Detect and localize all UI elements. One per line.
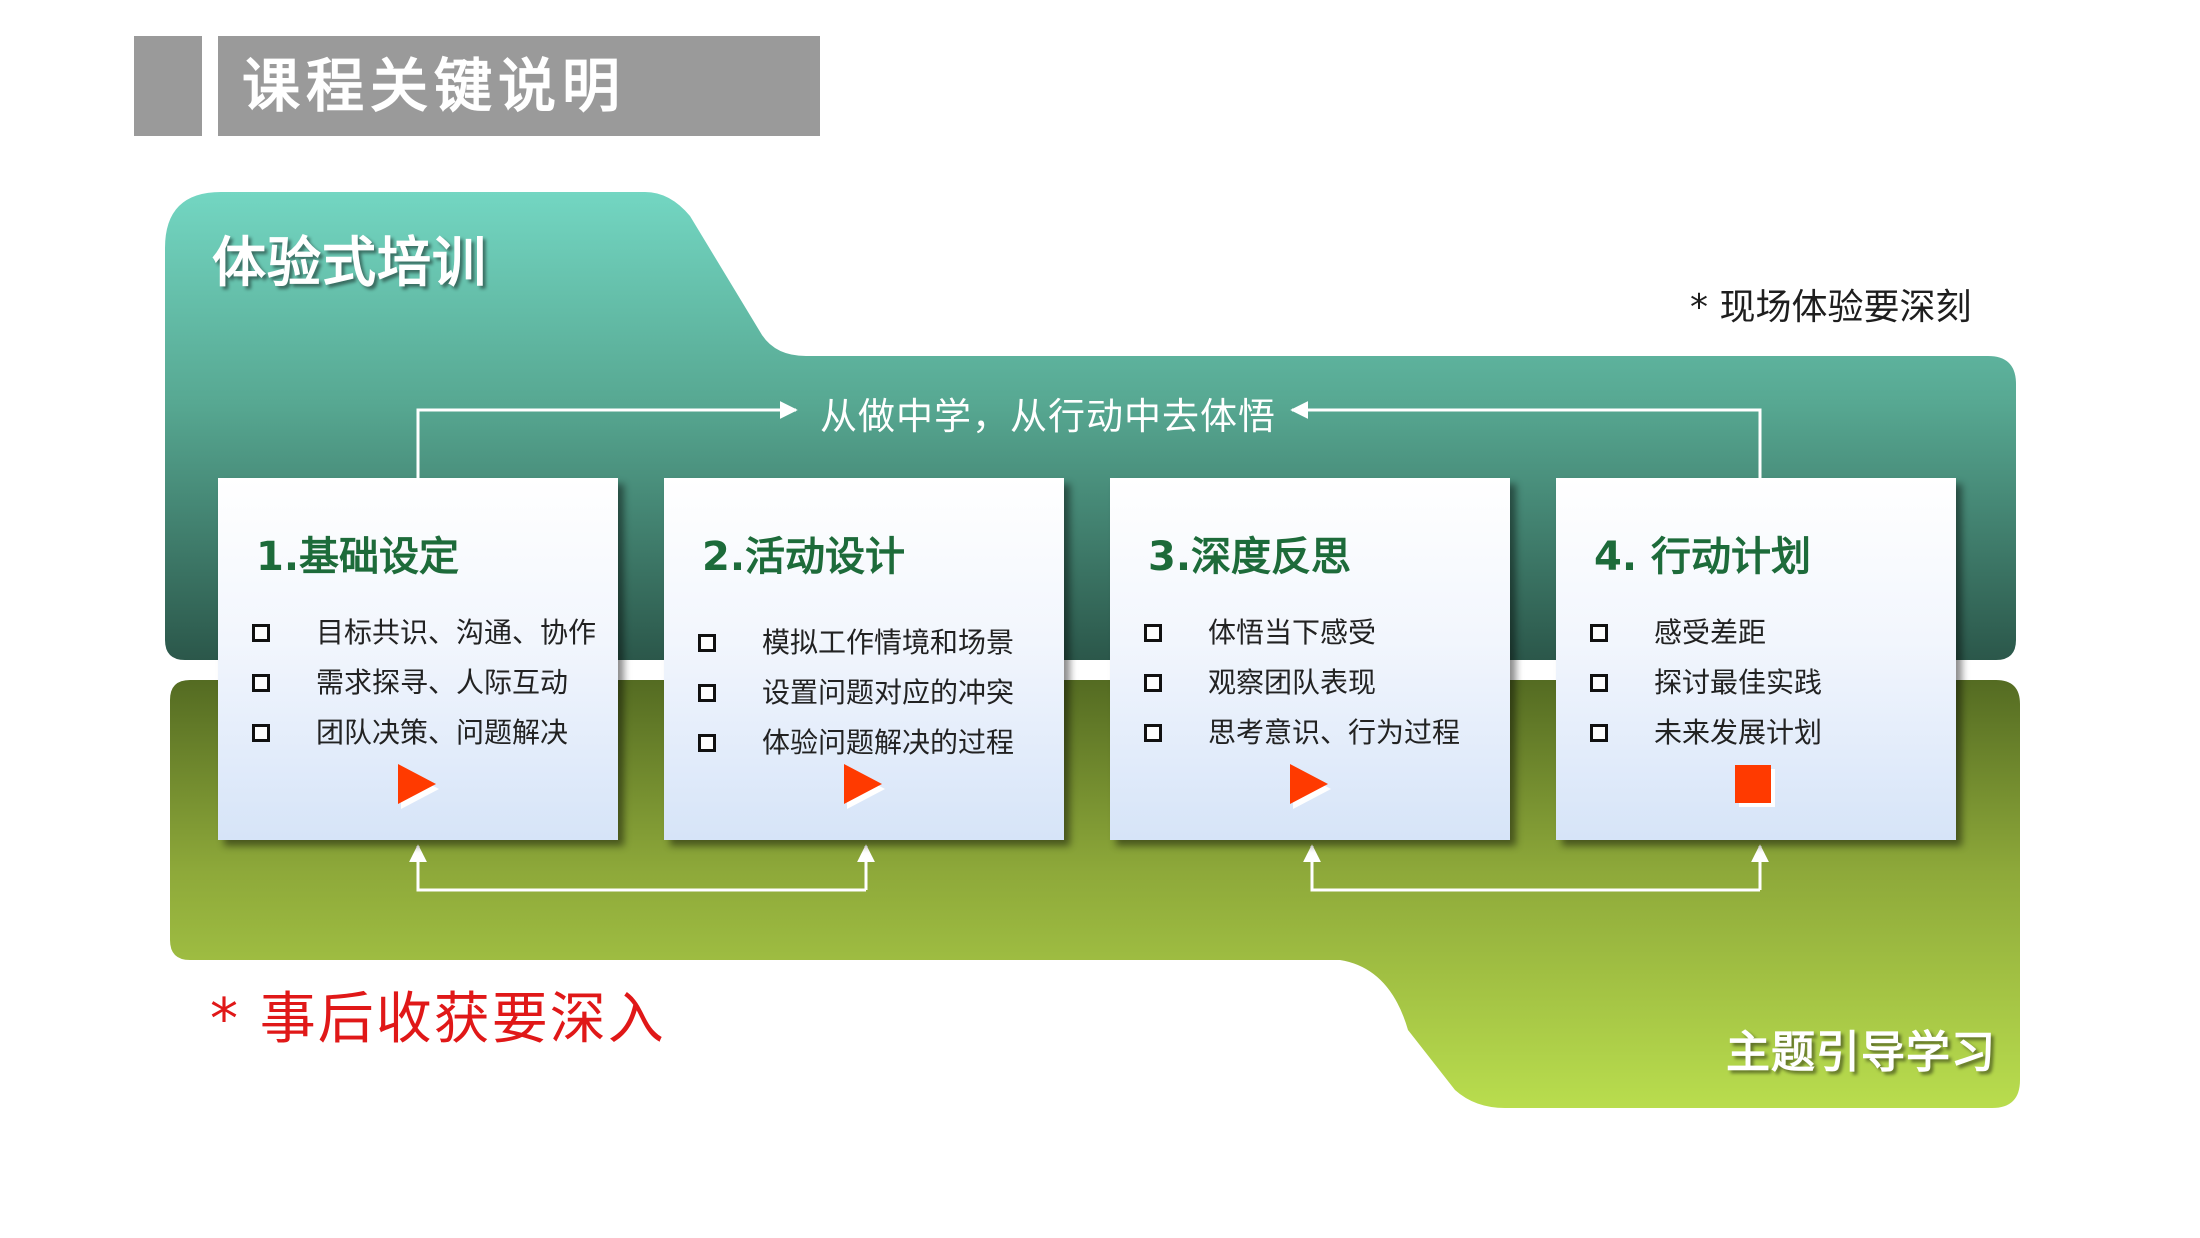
list-item: 未来发展计划 <box>1590 708 1822 758</box>
checkbox-icon <box>252 674 270 692</box>
upper-panel-note: * 现场体验要深刻 <box>1690 287 1972 328</box>
checkbox-icon <box>252 624 270 642</box>
step-item-list: 目标共识、沟通、协作 需求探寻、人际互动 团队决策、问题解决 <box>252 608 596 758</box>
step-title: 2.活动设计 <box>702 534 906 580</box>
upper-panel <box>165 192 2016 660</box>
motto-connector-left <box>416 401 798 480</box>
checkbox-icon <box>1144 624 1162 642</box>
list-item: 观察团队表现 <box>1144 658 1460 708</box>
checkbox-icon <box>698 634 716 652</box>
list-item: 设置问题对应的冲突 <box>698 668 1014 718</box>
motto-connector-right <box>1290 401 1762 480</box>
play-icon <box>844 764 885 809</box>
title-bar <box>218 36 820 136</box>
step-item-list: 体悟当下感受 观察团队表现 思考意识、行为过程 <box>1144 608 1460 758</box>
step-item-list: 感受差距 探讨最佳实践 未来发展计划 <box>1590 608 1822 758</box>
checkbox-icon <box>1590 624 1608 642</box>
lower-panel-note: * 事后收获要深入 <box>210 987 666 1052</box>
list-item: 需求探寻、人际互动 <box>252 658 596 708</box>
checkbox-icon <box>698 734 716 752</box>
list-item: 目标共识、沟通、协作 <box>252 608 596 658</box>
step-item-list: 模拟工作情境和场景 设置问题对应的冲突 体验问题解决的过程 <box>698 618 1014 768</box>
checkbox-icon <box>1590 724 1608 742</box>
checkbox-icon <box>1144 674 1162 692</box>
list-item: 感受差距 <box>1590 608 1822 658</box>
checkbox-icon <box>1144 724 1162 742</box>
step-card-3: 3.深度反思 体悟当下感受 观察团队表现 思考意识、行为过程 <box>1110 478 1510 840</box>
play-icon <box>398 764 439 809</box>
list-item: 体验问题解决的过程 <box>698 718 1014 768</box>
stop-icon <box>1735 765 1775 807</box>
step-card-1: 1.基础设定 目标共识、沟通、协作 需求探寻、人际互动 团队决策、问题解决 <box>218 478 618 840</box>
step-title: 3.深度反思 <box>1148 534 1352 580</box>
checkbox-icon <box>252 724 270 742</box>
list-item: 体悟当下感受 <box>1144 608 1460 658</box>
upper-panel-title: 体验式培训 <box>212 231 487 294</box>
bottom-connector-3-4 <box>1303 844 1769 892</box>
list-item: 思考意识、行为过程 <box>1144 708 1460 758</box>
play-icon <box>1290 764 1331 809</box>
title-accent-square <box>134 36 202 136</box>
lower-panel-title: 主题引导学习 <box>1726 1027 1996 1078</box>
list-item: 模拟工作情境和场景 <box>698 618 1014 668</box>
list-item: 团队决策、问题解决 <box>252 708 596 758</box>
step-title: 4. 行动计划 <box>1594 534 1811 580</box>
step-card-4: 4. 行动计划 感受差距 探讨最佳实践 未来发展计划 <box>1556 478 1956 840</box>
checkbox-icon <box>698 684 716 702</box>
checkbox-icon <box>1590 674 1608 692</box>
bottom-connector-1-2 <box>409 844 875 892</box>
motto-text: 从做中学，从行动中去体悟 <box>820 395 1276 438</box>
list-item: 探讨最佳实践 <box>1590 658 1822 708</box>
page-title: 课程关键说明 <box>242 52 627 120</box>
step-title: 1.基础设定 <box>256 534 460 580</box>
step-card-2: 2.活动设计 模拟工作情境和场景 设置问题对应的冲突 体验问题解决的过程 <box>664 478 1064 840</box>
